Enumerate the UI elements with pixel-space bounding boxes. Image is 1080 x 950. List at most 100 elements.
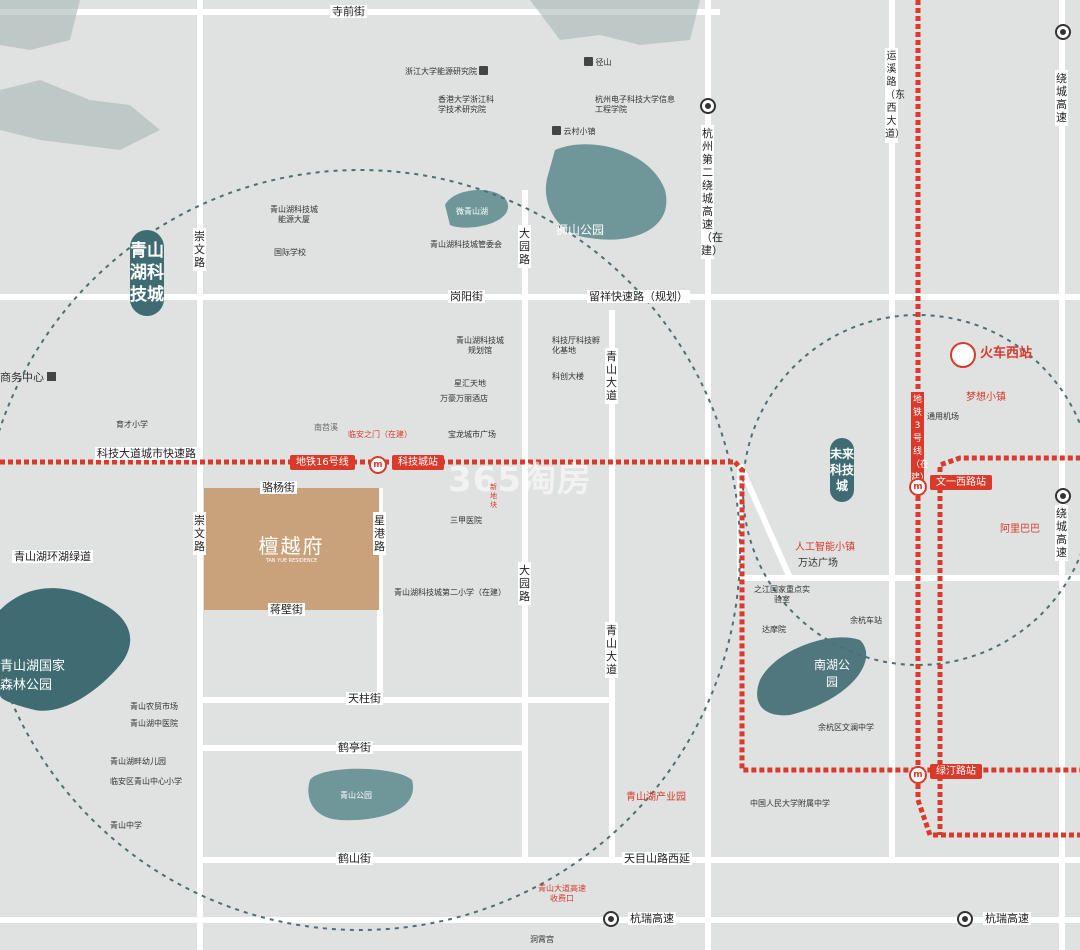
poi-admin: 青山湖科技城管委会	[430, 240, 502, 249]
qingshan-lake	[308, 768, 414, 821]
interchange-icon	[957, 911, 973, 927]
lvding-station-icon[interactable]: m	[909, 762, 927, 784]
poi-zju: 浙江大学能源研究院	[405, 66, 488, 77]
road-hangrui-1: 杭瑞高速	[628, 912, 676, 925]
road-greenway: 青山湖环湖绿道	[12, 550, 93, 563]
building-icon	[479, 66, 488, 75]
poi-ai-town: 人工智能小镇	[795, 542, 855, 553]
poi-yuncun: 云村小镇	[550, 126, 596, 137]
poi-hdu: 杭州电子科技大学信息工程学院	[595, 95, 675, 114]
road-hangrui-2: 杭瑞高速	[983, 912, 1031, 925]
park-nanhu: 南湖公园	[813, 658, 850, 689]
mountain-art	[0, 0, 700, 150]
poi-kechuang: 科创大楼	[552, 372, 584, 381]
road-kejidadao: 科技大道城市快速路	[95, 447, 198, 460]
kejicheng-station-icon[interactable]: m	[369, 452, 387, 474]
metro16-label: 地铁16号线	[290, 455, 355, 470]
poi-wanda: 万达广场	[798, 558, 838, 569]
building-icon	[584, 57, 593, 66]
road-dayuan-1: 大园路	[518, 225, 531, 268]
poi-hkust: 香港大学浙江科学技术研究院	[438, 95, 494, 114]
radius-circle-east	[742, 314, 1080, 666]
poi-wenlan: 余杭区文澜中学	[818, 723, 874, 732]
park-weiqingshan: 微青山湖	[456, 207, 488, 216]
road-ring2: 杭州第二绕城高速（在建）	[701, 125, 723, 259]
interchange-icon	[603, 911, 619, 927]
road-hidden: 南苕溪	[314, 423, 338, 432]
nanhu-lake	[757, 637, 867, 716]
poi-wanhao: 万豪万丽酒店	[440, 394, 488, 403]
poi-dream: 梦想小镇	[966, 392, 1006, 403]
weiqingshan-lake	[445, 190, 509, 228]
poi-airport: 通用机场	[927, 412, 959, 421]
interchange-icon	[700, 98, 716, 114]
road-raocheng-1: 绕城高速	[1055, 70, 1068, 126]
road-dayuan-2: 大园路	[518, 562, 531, 605]
forest-lake	[0, 588, 131, 711]
poi-incubator: 科技厅科技孵化基地	[552, 336, 600, 355]
plot-subtitle: TAN YUE RESIDENCE	[265, 558, 318, 564]
poi-new-site: 新地块	[490, 483, 497, 509]
district-qingshanhu: 青山湖科技城	[130, 230, 164, 316]
road-qingshan-2: 青山大道	[605, 622, 618, 678]
interchange-icon	[1055, 24, 1071, 40]
poi-plan-hall: 青山湖科技城规划馆	[456, 336, 504, 355]
station-lvding[interactable]: 绿汀路站	[930, 764, 982, 779]
plot-name: 檀越府	[258, 534, 325, 558]
poi-baolong: 宝龙城市广场	[448, 430, 496, 439]
park-forest: 青山湖国家森林公园	[0, 659, 66, 693]
road-chongwen-2: 崇文路	[193, 512, 206, 555]
wenyixi-station-icon[interactable]: m	[909, 474, 927, 496]
station-kejicheng[interactable]: 科技城站	[392, 455, 444, 470]
road-tianzhu: 天柱街	[346, 692, 383, 705]
road-gangyang: 岗阳街	[448, 290, 485, 303]
park-shishan: 狮山公园	[556, 223, 605, 237]
road-tianmushan: 天目山路西延	[622, 852, 692, 865]
poi-alibaba: 阿里巴巴	[1000, 524, 1040, 535]
poi-middle: 青山中学	[110, 821, 142, 830]
district-weilai: 未来科技城	[830, 438, 854, 502]
metro3-label: 地铁3号线（在建）	[911, 392, 929, 487]
poi-tollgate: 青山大道高速收费口	[538, 884, 586, 903]
poi-damo: 达摩院	[762, 625, 786, 634]
road-heshan: 鹤山街	[336, 852, 373, 865]
poi-yuhang-station: 余杭车站	[850, 616, 882, 625]
interchange-icon	[1055, 488, 1071, 504]
poi-renda: 中国人民大学附属中学	[750, 799, 830, 808]
building-icon	[47, 372, 56, 381]
road-jibi: 蒋壁街	[268, 603, 305, 616]
park-qingshan: 青山公园	[340, 791, 372, 800]
poi-jingshan: 径山	[582, 57, 612, 68]
poi-dongyue: 洞霄宫	[530, 935, 554, 944]
poi-star: 星汇天地	[454, 379, 486, 388]
train-station-icon	[950, 342, 976, 368]
poi-intl-school: 国际学校	[274, 248, 306, 257]
road-xinggang: 星港路	[373, 512, 386, 555]
poi-business: 商务中心	[0, 371, 56, 384]
building-icon	[552, 126, 561, 135]
shishan-lake	[545, 144, 667, 240]
station-huochexi[interactable]: 火车西站	[980, 346, 1033, 361]
poi-sanjia: 三甲医院	[450, 516, 482, 525]
road-chongwen-1: 崇文路	[193, 228, 206, 271]
poi-central: 临安区青山中心小学	[110, 777, 182, 786]
road-yunxi: 运溪路（东西大道）	[885, 48, 905, 143]
road-raocheng-2: 绕城高速	[1055, 505, 1068, 561]
road-liuxiang: 留祥快速路（规划）	[587, 290, 690, 303]
poi-industry: 青山湖产业园	[626, 792, 686, 803]
poi-school2: 青山湖科技城第二小学（在建）	[394, 588, 506, 597]
project-plot[interactable]: 檀越府 TAN YUE RESIDENCE	[204, 488, 379, 610]
road-heting: 鹤亭街	[336, 741, 373, 754]
road-qingshan-1: 青山大道	[605, 348, 618, 404]
poi-linan-gate: 临安之门（在建）	[348, 430, 412, 439]
road-siqian: 寺前街	[330, 5, 367, 18]
poi-market: 青山农贸市场	[130, 702, 178, 711]
poi-hospital: 青山湖中医院	[130, 719, 178, 728]
poi-lab: 之江国家重点实验室	[754, 585, 810, 604]
watermark: 365淘房	[448, 460, 592, 500]
poi-energy: 青山湖科技城能源大厦	[270, 205, 318, 224]
station-wenyixi[interactable]: 文一西路站	[930, 475, 992, 490]
poi-kinder: 青山湖畔幼儿园	[110, 757, 166, 766]
road-luoyang: 骆杨街	[260, 481, 297, 494]
